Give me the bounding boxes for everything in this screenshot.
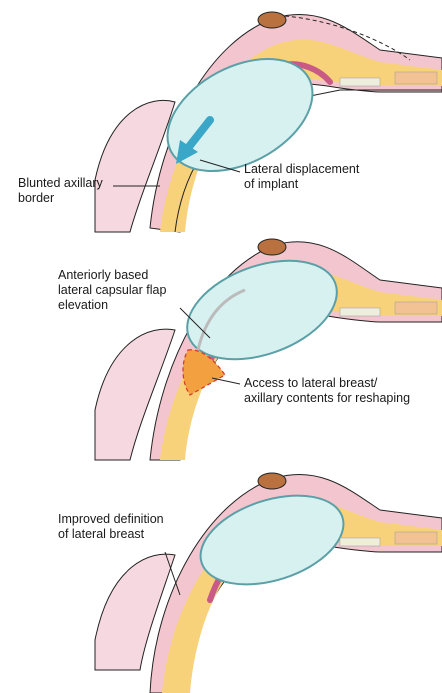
- panel-2-illustration: [94, 238, 442, 461]
- rib-1: [339, 307, 381, 317]
- rib-1: [339, 77, 381, 87]
- implant: [166, 57, 314, 173]
- label-line: axillary contents for reshaping: [244, 391, 411, 405]
- implant: [199, 494, 345, 586]
- arm-silhouette: [94, 328, 176, 461]
- capsular-flap: [196, 288, 246, 351]
- label-capsular-flap: Anteriorly based lateral capsular flap e…: [58, 268, 166, 313]
- arrow-head: [176, 140, 198, 164]
- label-line: Access to lateral breast/: [244, 376, 378, 390]
- leader-access: [211, 377, 241, 385]
- label-line: Lateral displacement: [244, 162, 360, 176]
- rib-2: [394, 301, 438, 315]
- nipple: [257, 238, 287, 256]
- rib-2: [394, 531, 438, 545]
- label-line: elevation: [58, 298, 109, 312]
- leader-lateral-displacement: [199, 159, 241, 173]
- label-line: lateral capsular flap: [58, 283, 167, 297]
- nipple: [257, 472, 287, 490]
- label-blunted-axillary-border: Blunted axillary border: [18, 176, 103, 206]
- label-line: border: [18, 191, 55, 205]
- rib-1: [339, 537, 381, 547]
- arm-silhouette: [94, 99, 176, 233]
- label-improved-definition: Improved definition of lateral breast: [58, 512, 164, 542]
- label-line: of implant: [244, 177, 299, 191]
- nipple: [257, 11, 287, 29]
- implant: [186, 259, 338, 361]
- rib-2: [394, 71, 438, 85]
- label-lateral-displacement: Lateral displacement of implant: [244, 162, 359, 192]
- leader-improved: [164, 551, 181, 596]
- original-contour-dashed: [284, 15, 411, 61]
- label-line: Anteriorly based: [58, 268, 149, 282]
- displacement-arrow: [184, 116, 214, 152]
- label-line: of lateral breast: [58, 527, 145, 541]
- panel-3-illustration: [94, 472, 442, 693]
- access-region: [182, 349, 226, 396]
- arm-silhouette: [94, 553, 176, 671]
- label-line: Blunted axillary: [18, 176, 103, 190]
- leader-flap: [179, 307, 211, 339]
- label-access-lateral-breast: Access to lateral breast/ axillary conte…: [244, 376, 410, 406]
- panel-1-illustration: [94, 11, 442, 233]
- label-line: Improved definition: [58, 512, 164, 526]
